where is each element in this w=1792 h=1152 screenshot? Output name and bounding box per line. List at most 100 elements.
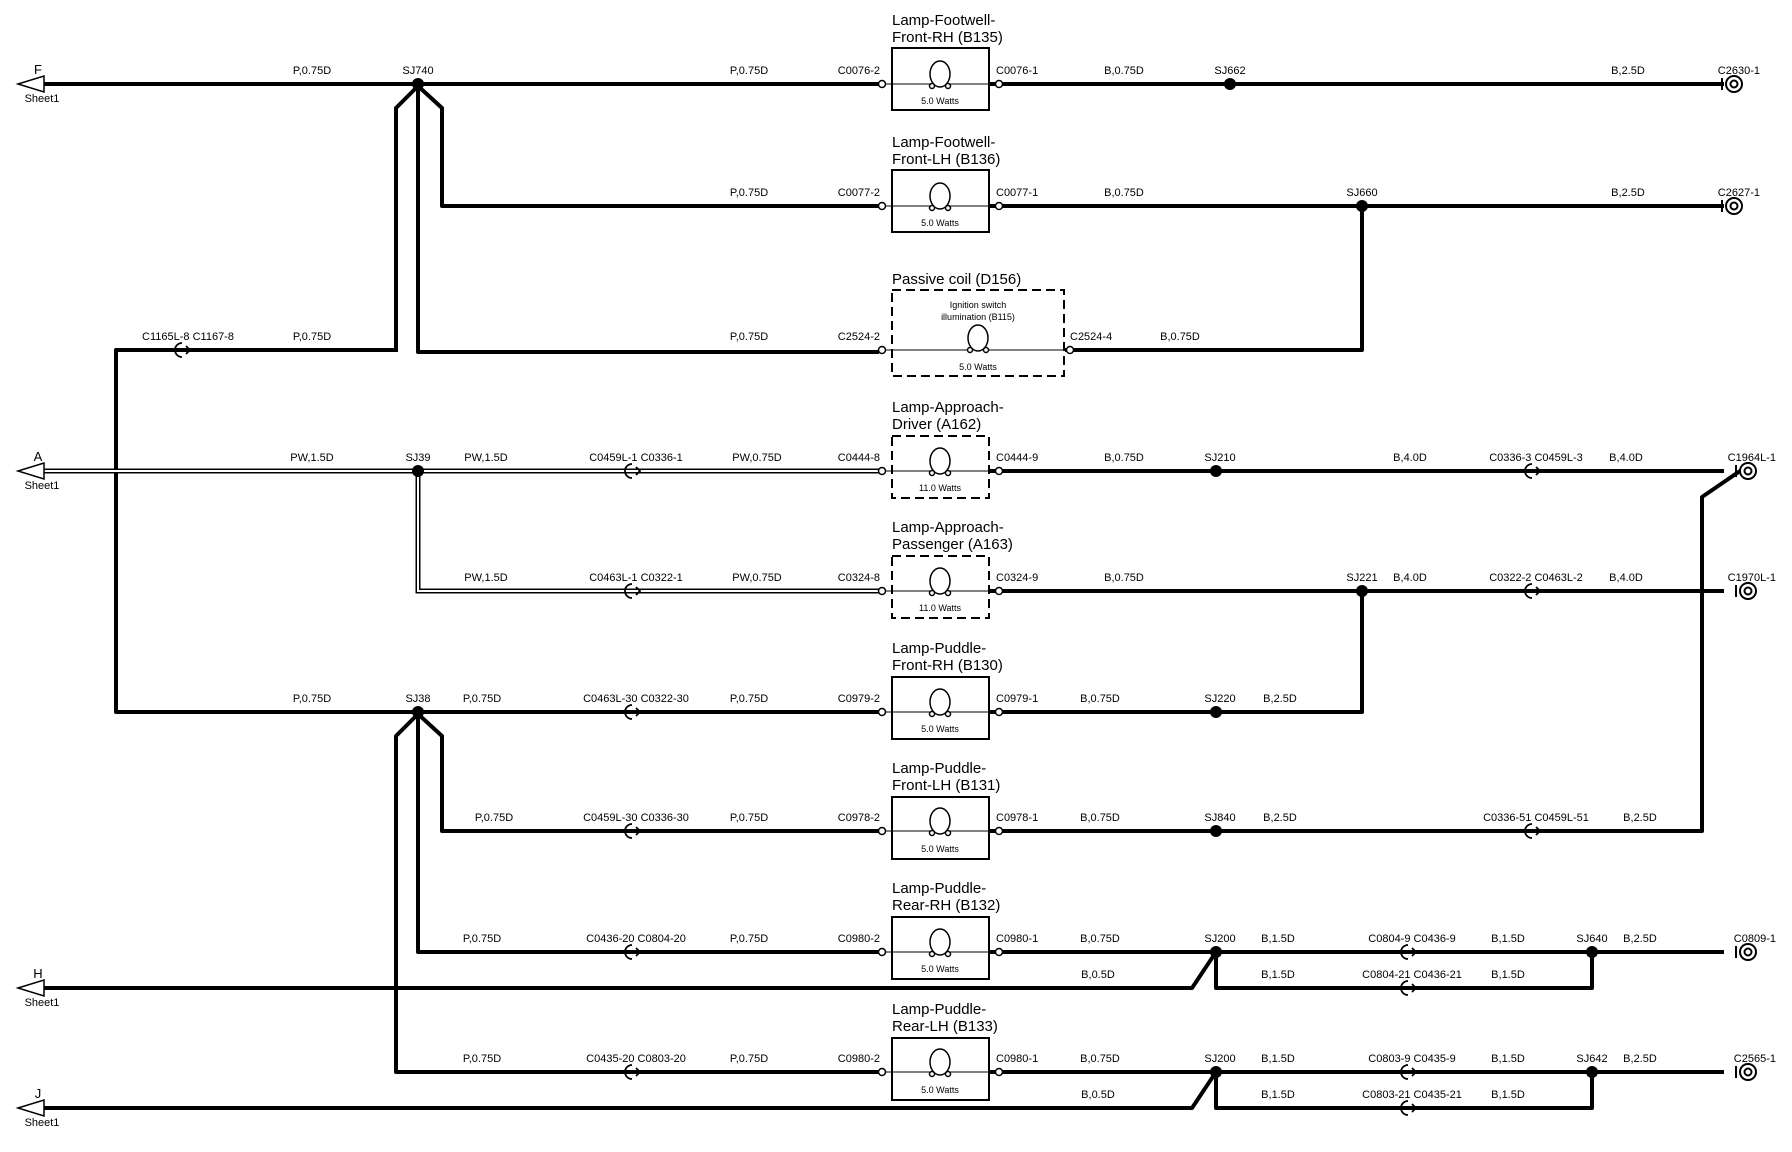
pin-label: C2524-4 <box>1070 331 1112 343</box>
pin-label: C0980-2 <box>838 933 880 945</box>
ground-label: C0809-1 <box>1734 933 1776 945</box>
splice-label: SJ662 <box>1214 65 1245 77</box>
splice-dots <box>412 78 1598 1078</box>
splice-dot-sj200-a <box>1210 946 1222 958</box>
ground-symbol-c0809 <box>1735 943 1757 961</box>
offsheet-letter-h: H <box>33 966 42 981</box>
pin-label: C0324-8 <box>838 572 880 584</box>
ground-label: C2630-1 <box>1718 65 1760 77</box>
splice-label: SJ39 <box>405 452 430 464</box>
bulb-icon <box>928 60 952 90</box>
component-title: Lamp-Approach- <box>892 399 1004 416</box>
wire-label: B,1.5D <box>1261 969 1295 981</box>
component-title: Lamp-Puddle- <box>892 1001 986 1018</box>
lamp-footwell-front-rh[interactable] <box>877 47 1004 111</box>
wire-label: PW,1.5D <box>464 452 507 464</box>
wire-label: PW,0.75D <box>732 572 782 584</box>
splice-label: SJ660 <box>1346 187 1377 199</box>
lamp-puddle-front-rh[interactable] <box>877 676 1004 740</box>
diagram-text: F Sheet1 A Sheet1 H Sheet1 J Sheet1 Lamp… <box>25 12 1776 1129</box>
ground-label: C1970L-1 <box>1728 572 1776 584</box>
wire-label: B,0.75D <box>1080 812 1120 824</box>
pin-label: C0978-2 <box>838 812 880 824</box>
splice-dot-sj840 <box>1210 825 1222 837</box>
lamp-footwell-front-lh[interactable] <box>877 169 1004 233</box>
inline-connector-row7-2 <box>1524 823 1542 839</box>
wire-label: B,4.0D <box>1393 572 1427 584</box>
wire-label: B,4.0D <box>1609 572 1643 584</box>
passive-coil-d156[interactable] <box>877 289 1075 377</box>
ground-symbol-c2565 <box>1735 1063 1757 1081</box>
component-watts: 11.0 Watts <box>919 603 962 613</box>
pin-label: C0979-2 <box>838 693 880 705</box>
inline-connector-row8-1 <box>624 944 642 960</box>
splice-dot-sj220 <box>1210 706 1222 718</box>
wire-label: B,2.5D <box>1623 1053 1657 1065</box>
lamp-approach-driver[interactable] <box>877 435 1004 499</box>
lamp-puddle-rear-rh[interactable] <box>877 916 1004 980</box>
splice-dot-sj221 <box>1356 585 1368 597</box>
component-watts: 5.0 Watts <box>921 724 959 734</box>
pin-label: C0444-9 <box>996 452 1038 464</box>
bulb-icon <box>928 182 952 212</box>
component-inner-label: illumination (B115) <box>941 312 1015 322</box>
wire-label: B,1.5D <box>1491 933 1525 945</box>
pin-label: C0077-1 <box>996 187 1038 199</box>
wire-label: B,1.5D <box>1491 969 1525 981</box>
wire-label: B,1.5D <box>1491 1053 1525 1065</box>
wire-label: P,0.75D <box>475 812 513 824</box>
splice-dot-sj740 <box>412 78 424 90</box>
component-boxes <box>877 47 1075 1101</box>
splice-dot-sj660 <box>1356 200 1368 212</box>
splice-dot-sj662 <box>1224 78 1236 90</box>
component-title: Rear-LH (B133) <box>892 1018 998 1035</box>
ground-label: C2565-1 <box>1734 1053 1776 1065</box>
wire-label: PW,1.5D <box>464 572 507 584</box>
component-title: Driver (A162) <box>892 416 981 433</box>
ground-label: C1964L-1 <box>1728 452 1776 464</box>
wire-label: P,0.75D <box>463 933 501 945</box>
component-title: Lamp-Puddle- <box>892 760 986 777</box>
inline-connector-row5-2 <box>1524 583 1542 599</box>
wire-label: B,1.5D <box>1491 1089 1525 1101</box>
splice-label: SJ640 <box>1576 933 1607 945</box>
ground-symbol-c1964 <box>1735 462 1757 480</box>
splice-label: SJ840 <box>1204 812 1235 824</box>
inline-connector-label: C0459L-1 C0336-1 <box>589 452 683 464</box>
offsheet-arrow-a <box>15 461 45 481</box>
splice-label: SJ221 <box>1346 572 1377 584</box>
pin-label: C0444-8 <box>838 452 880 464</box>
wire-row-5-riser <box>989 591 1364 714</box>
lamp-puddle-rear-lh[interactable] <box>877 1037 1004 1101</box>
ground-connectors <box>1721 75 1757 1081</box>
component-watts: 11.0 Watts <box>919 483 962 493</box>
pin-label: C0076-1 <box>996 65 1038 77</box>
component-inner-label: Ignition switch <box>950 300 1007 310</box>
wire-label: B,0.5D <box>1081 1089 1115 1101</box>
bulb-icon <box>928 807 952 837</box>
offsheet-letter-f: F <box>34 62 42 77</box>
inline-connector-row7-1 <box>624 823 642 839</box>
splice-label: SJ642 <box>1576 1053 1607 1065</box>
wire-label: B,0.75D <box>1104 65 1144 77</box>
wire-label: P,0.75D <box>730 933 768 945</box>
wire-label: PW,1.5D <box>290 452 333 464</box>
inline-connector-symbols <box>174 342 1542 1116</box>
lamp-puddle-front-lh[interactable] <box>877 796 1004 860</box>
pin-label: C0978-1 <box>996 812 1038 824</box>
inline-connector-label: C0436-20 C0804-20 <box>586 933 686 945</box>
ground-symbol-c2627 <box>1721 197 1743 215</box>
lamp-approach-passenger[interactable] <box>877 555 1004 619</box>
splice-dot-sj38 <box>412 706 424 718</box>
splice-dot-sj39 <box>412 465 424 477</box>
wire-sj38-leg-left <box>394 712 879 1074</box>
inline-connector-label: C0435-20 C0803-20 <box>586 1053 686 1065</box>
pin-label: C2524-2 <box>838 331 880 343</box>
wire-h-return <box>34 950 1218 990</box>
wire-label: P,0.75D <box>293 65 331 77</box>
wire-row-a-left-inner <box>34 470 879 592</box>
splice-dot-sj200-b <box>1210 1066 1222 1078</box>
pin-label: C0324-9 <box>996 572 1038 584</box>
component-title: Rear-RH (B132) <box>892 897 1000 914</box>
bulb-icon <box>928 688 952 718</box>
